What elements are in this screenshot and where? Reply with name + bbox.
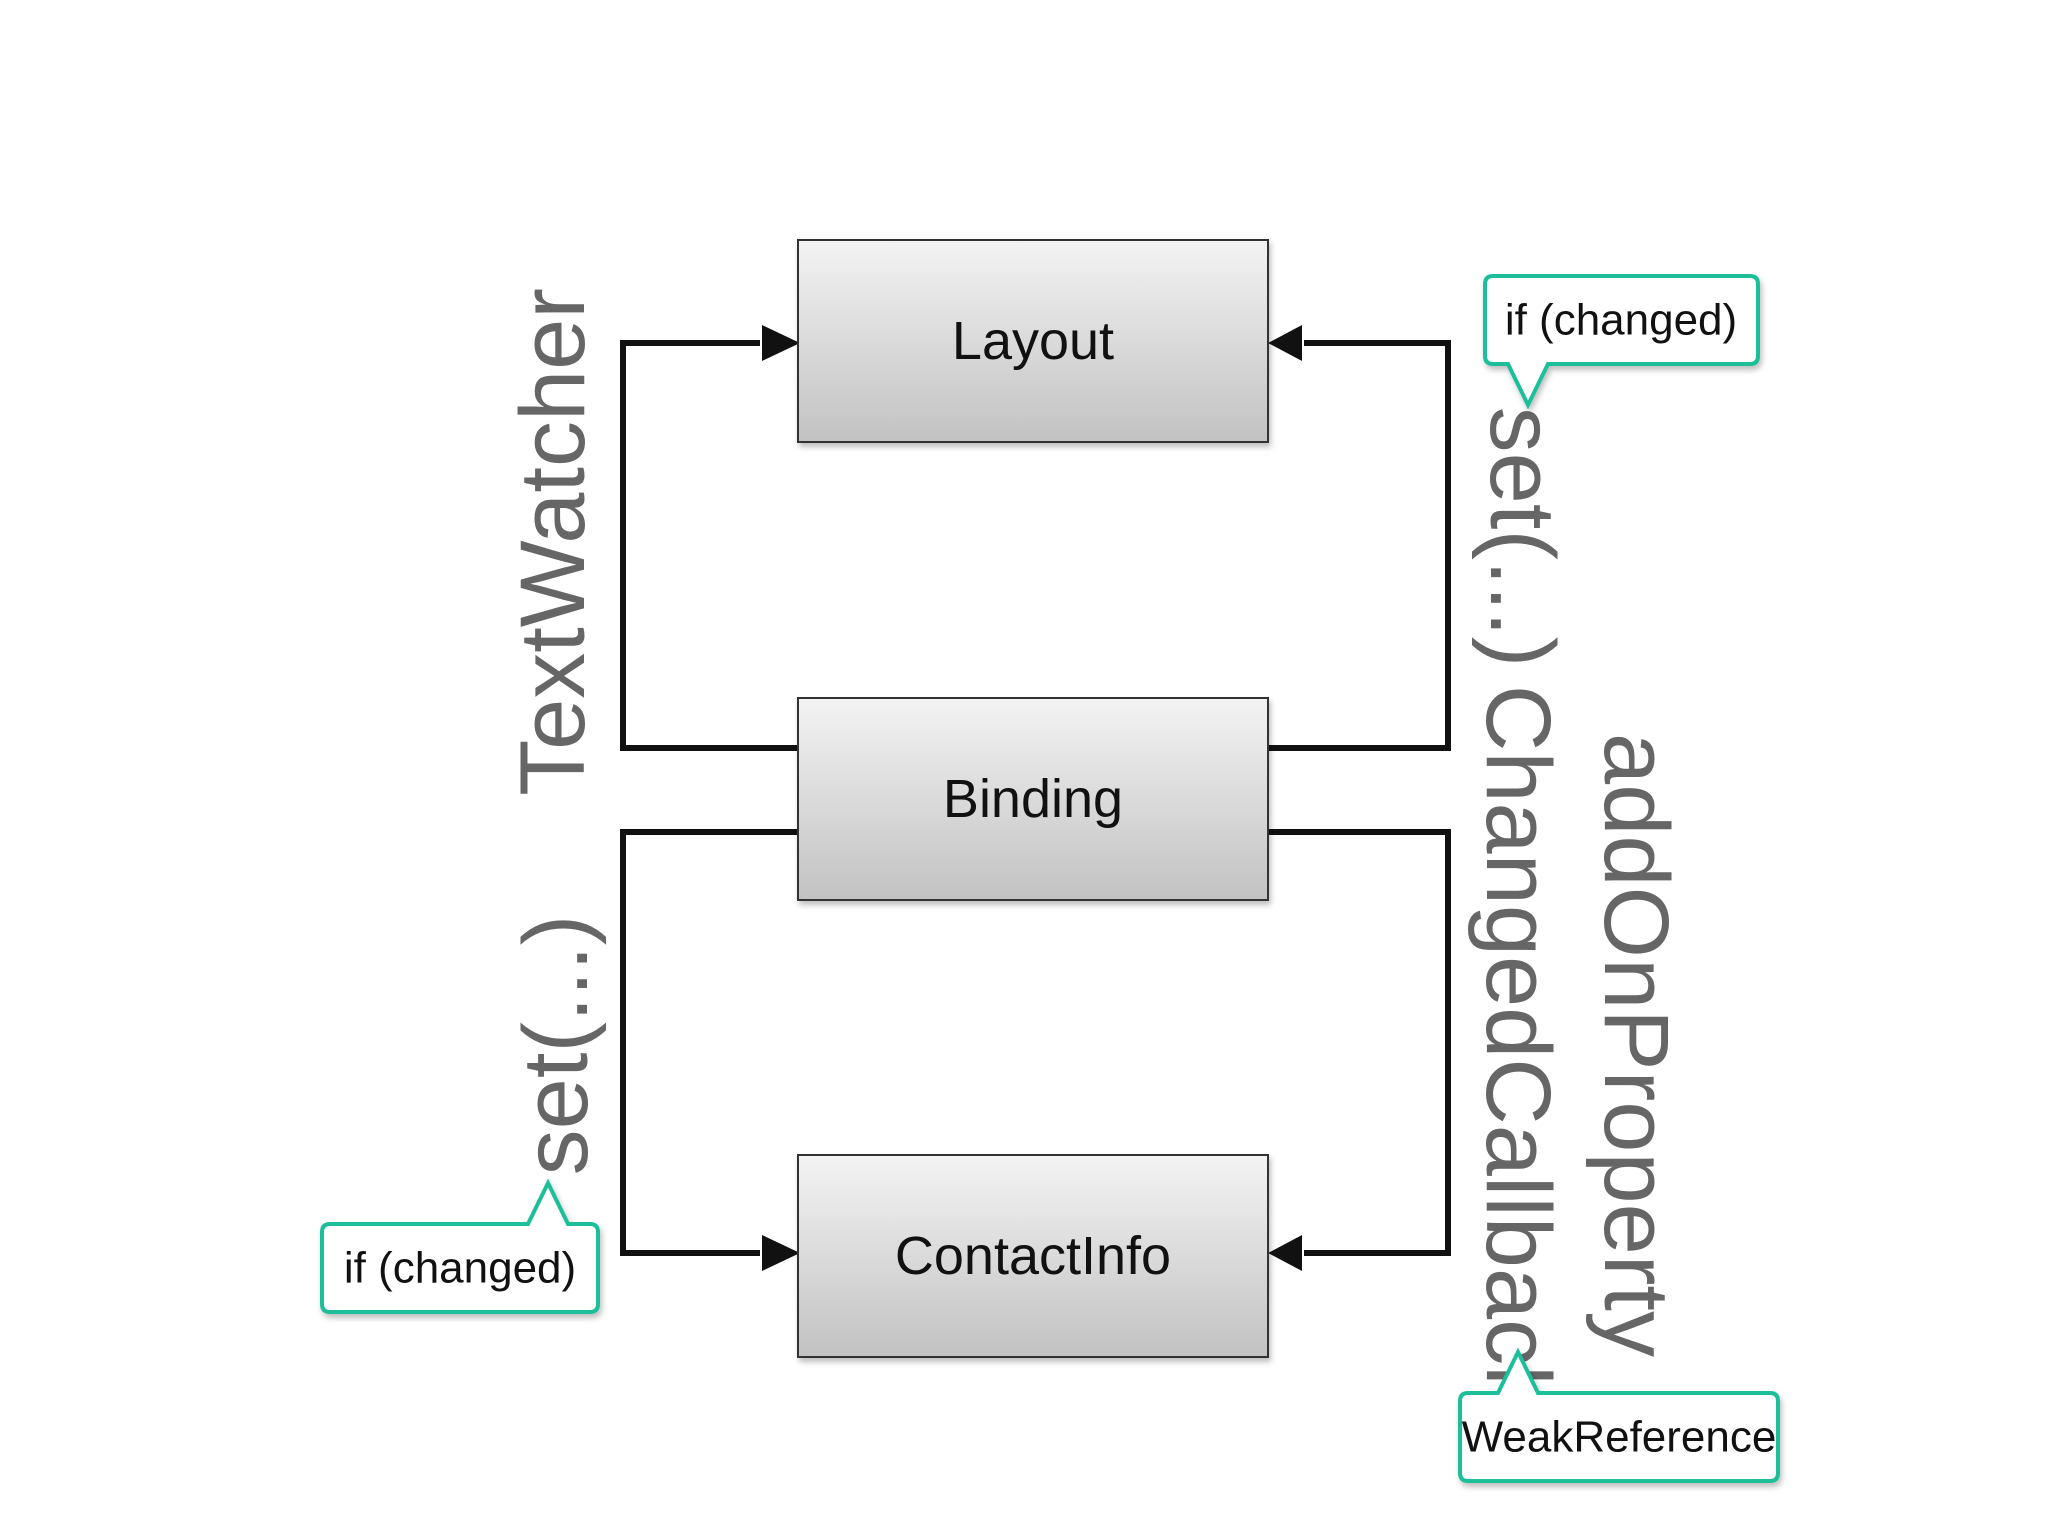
- set-top-label: set(...): [1471, 407, 1573, 668]
- layout-label: Layout: [952, 311, 1114, 371]
- set-bottom-label: set(...): [505, 915, 607, 1176]
- contactinfo-box: ContactInfo: [797, 1154, 1269, 1358]
- callout-top-right: if (changed): [1483, 274, 1760, 410]
- arrowhead-into-contactinfo-right: [1268, 1235, 1302, 1271]
- set-top-connector: [1266, 340, 1451, 751]
- contactinfo-label: ContactInfo: [895, 1226, 1171, 1286]
- binding-label: Binding: [943, 769, 1123, 829]
- arrowhead-into-layout-left: [762, 325, 800, 361]
- callout-bottom-right-text: WeakReference: [1462, 1413, 1777, 1462]
- connectors: [620, 340, 1451, 1256]
- property-callback-connector: [1266, 829, 1451, 1256]
- textwatcher-connector: [620, 340, 798, 751]
- arrowhead-into-layout-right: [1268, 325, 1302, 361]
- callout-bottom-right: WeakReference: [1458, 1347, 1780, 1483]
- binding-box: Binding: [797, 697, 1269, 901]
- changed-callback-label: ChangedCallback: [1467, 685, 1569, 1412]
- callout-top-right-text: if (changed): [1505, 296, 1737, 345]
- layout-box: Layout: [797, 239, 1269, 443]
- arrowheads: [762, 325, 1302, 1271]
- callout-bottom-left-text: if (changed): [344, 1244, 576, 1293]
- textwatcher-label: TextWatcher: [502, 288, 604, 796]
- callout-bottom-left: if (changed): [320, 1178, 600, 1314]
- add-on-property-label: addOnProperty: [1585, 733, 1687, 1357]
- set-bottom-connector: [620, 829, 798, 1256]
- arrowhead-into-contactinfo-left: [762, 1235, 800, 1271]
